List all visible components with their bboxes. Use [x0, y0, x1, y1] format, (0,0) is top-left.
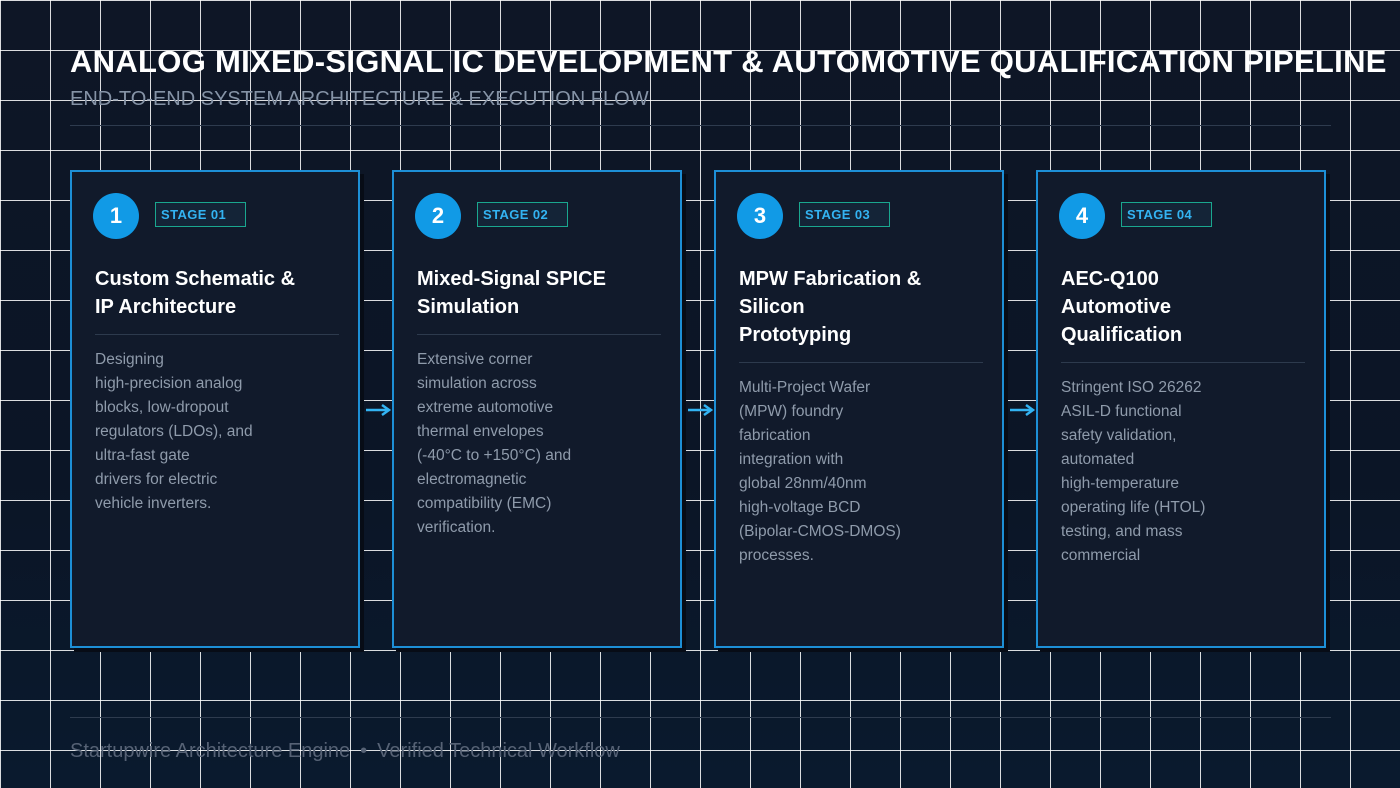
stage-number-badge: 3: [737, 193, 783, 239]
stage-description: Stringent ISO 26262 ASIL-D functional sa…: [1061, 379, 1206, 564]
stage-card-2: 2 STAGE 02 Mixed-Signal SPICE Simulation…: [392, 170, 682, 648]
stage-label: STAGE 01: [155, 202, 246, 227]
footer-divider: [70, 717, 1331, 718]
stage-number-badge: 2: [415, 193, 461, 239]
arrow-right-icon: [1010, 403, 1036, 417]
stage-title: MPW Fabrication & Silicon Prototyping: [739, 265, 983, 363]
stage-card-1: 1 STAGE 01 Custom Schematic & IP Archite…: [70, 170, 360, 648]
footer-tagline: Verified Technical Workflow: [377, 740, 620, 762]
header-divider: [70, 125, 1331, 126]
stage-title: AEC-Q100 Automotive Qualification: [1061, 265, 1305, 363]
stage-label: STAGE 02: [477, 202, 568, 227]
footer-brand: Startupwire Architecture Engine: [70, 740, 351, 762]
stage-title: Custom Schematic & IP Architecture: [95, 265, 339, 335]
page-subtitle: END-TO-END SYSTEM ARCHITECTURE & EXECUTI…: [70, 88, 649, 110]
stage-label: STAGE 04: [1121, 202, 1212, 227]
page-title: ANALOG MIXED-SIGNAL IC DEVELOPMENT & AUT…: [70, 44, 1387, 79]
stage-card-3: 3 STAGE 03 MPW Fabrication & Silicon Pro…: [714, 170, 1004, 648]
stage-number-badge: 4: [1059, 193, 1105, 239]
footer: Startupwire Architecture Engine • Verified…: [70, 740, 620, 763]
arrow-right-icon: [688, 403, 714, 417]
stage-description: Designing high-precision analog blocks, …: [95, 351, 253, 512]
stage-description: Extensive corner simulation across extre…: [417, 351, 572, 536]
stage-number-badge: 1: [93, 193, 139, 239]
footer-separator: •: [360, 740, 368, 762]
stage-label: STAGE 03: [799, 202, 890, 227]
stage-card-4: 4 STAGE 04 AEC-Q100 Automotive Qualifica…: [1036, 170, 1326, 648]
arrow-right-icon: [366, 403, 392, 417]
stage-description: Multi-Project Wafer (MPW) foundry fabric…: [739, 379, 901, 564]
stage-title: Mixed-Signal SPICE Simulation: [417, 265, 661, 335]
